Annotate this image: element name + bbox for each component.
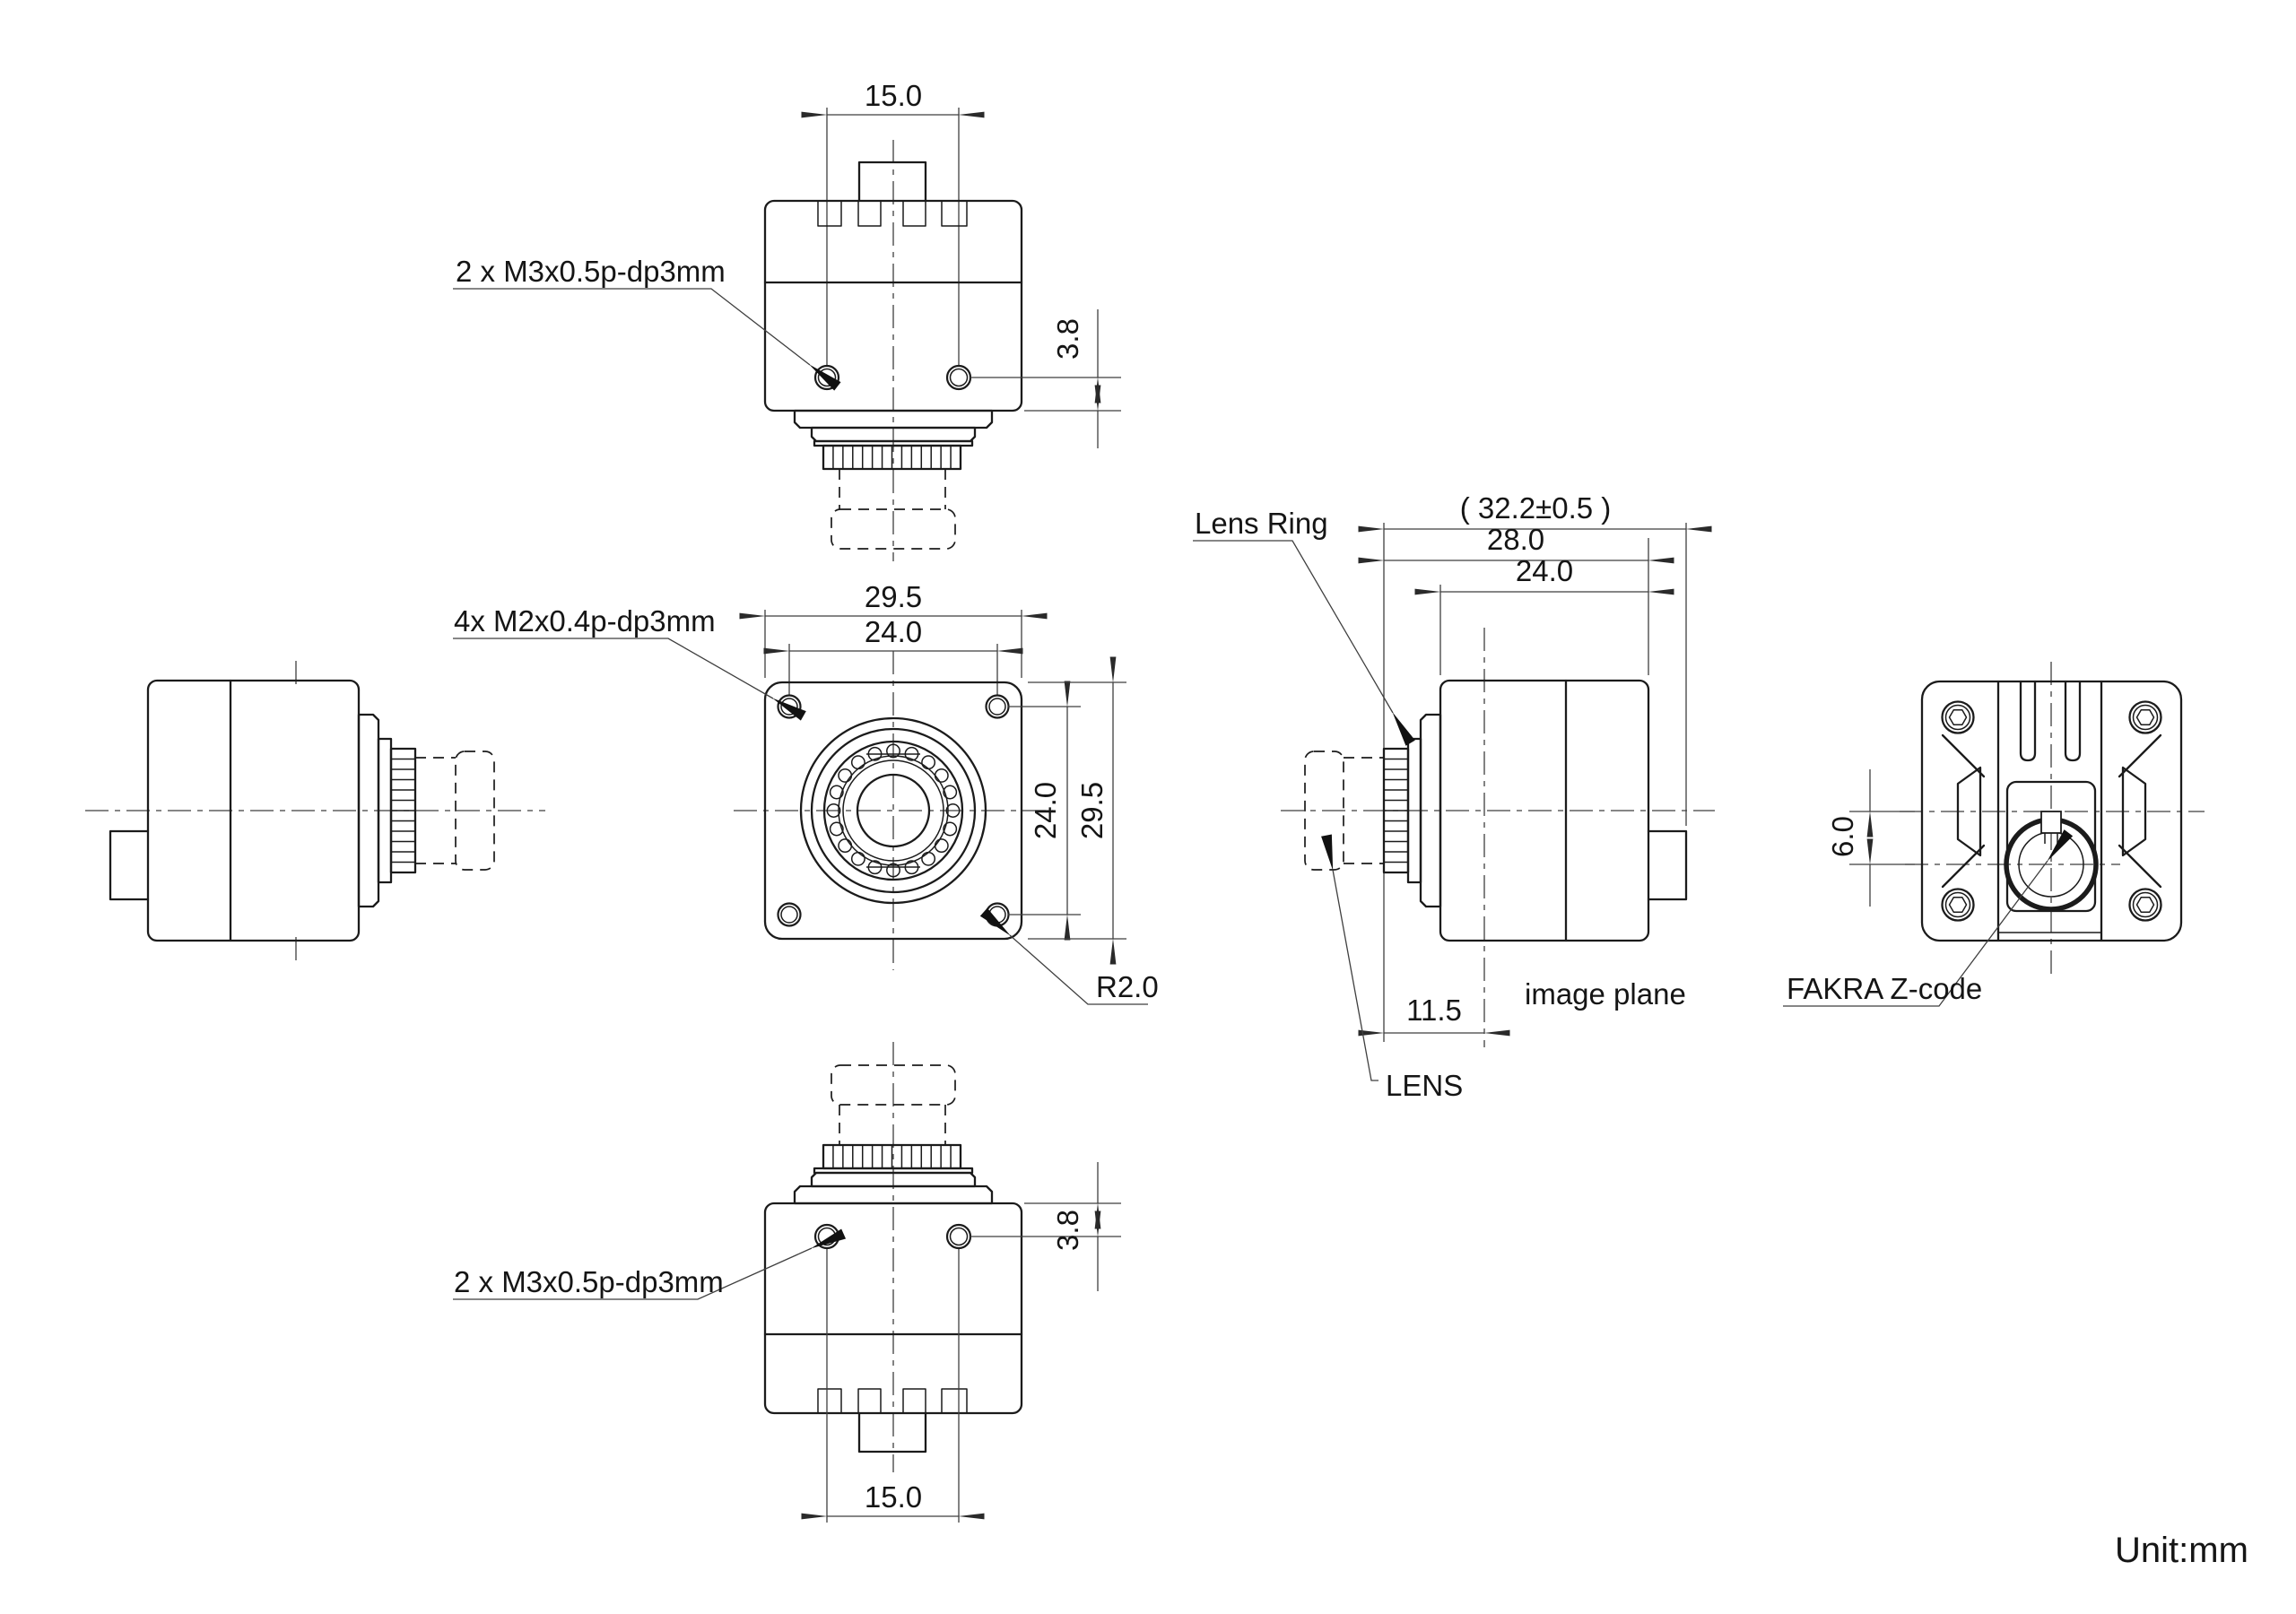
lens-text: LENS bbox=[1386, 1069, 1463, 1102]
top-view: 15.0 3.8 2 x M3x0.5p-dp3mm bbox=[453, 79, 1121, 561]
screw-hole bbox=[985, 902, 1010, 927]
screw-hole bbox=[985, 694, 1010, 719]
lens-bore bbox=[856, 773, 931, 848]
dim-text-6: 6.0 bbox=[1826, 816, 1859, 857]
screw-hole bbox=[777, 694, 802, 719]
screw-hole bbox=[945, 364, 972, 391]
screw-note-leader bbox=[453, 1228, 847, 1300]
screw-note-text: 2 x M3x0.5p-dp3mm bbox=[454, 1265, 724, 1298]
ring-circle bbox=[838, 755, 949, 866]
top-connector bbox=[857, 161, 927, 203]
knurl-texture-lines bbox=[391, 446, 1408, 1168]
side-slot bbox=[1956, 766, 1982, 857]
lens-ring-text: Lens Ring bbox=[1195, 507, 1328, 540]
mount-circle bbox=[810, 727, 977, 894]
lens-ring-leader bbox=[1193, 540, 1415, 746]
body-outline bbox=[763, 1202, 1023, 1415]
units-label: Unit:mm bbox=[2115, 1531, 2248, 1570]
dim-text-24v: 24.0 bbox=[1029, 782, 1062, 839]
ring-circle bbox=[822, 740, 964, 881]
rear-connector bbox=[109, 829, 150, 901]
screw-hole bbox=[813, 364, 840, 391]
dim-text-29.5v: 29.5 bbox=[1075, 782, 1109, 839]
dim-text-28: 28.0 bbox=[1487, 523, 1544, 556]
left-view bbox=[85, 661, 545, 960]
dim-text-24: 24.0 bbox=[865, 615, 922, 648]
screw-note-text: 4x M2x0.4p-dp3mm bbox=[454, 604, 716, 638]
lens-hidden-outline bbox=[455, 751, 495, 871]
castellation bbox=[817, 1388, 968, 1413]
castellation bbox=[817, 201, 968, 227]
dim-text-3.8: 3.8 bbox=[1051, 318, 1084, 360]
side-slot bbox=[2121, 766, 2147, 857]
face-outline bbox=[763, 681, 1023, 941]
ring-circle bbox=[842, 759, 944, 862]
image-plane-text: image plane bbox=[1525, 977, 1686, 1011]
chamfer-line bbox=[2118, 733, 2162, 778]
rear-view: 6.0 FAKRA Z-code bbox=[1783, 662, 2205, 1007]
dim-text-15: 15.0 bbox=[865, 79, 922, 112]
body-outline bbox=[1439, 679, 1650, 942]
chamfer-line bbox=[2118, 844, 2162, 889]
flange bbox=[357, 713, 380, 908]
dim-text-32.2: ( 32.2±0.5 ) bbox=[1460, 491, 1612, 525]
lens-hidden-outline bbox=[1304, 751, 1344, 871]
dim-text-29.5: 29.5 bbox=[865, 580, 922, 613]
mount-circle bbox=[799, 716, 987, 905]
lens-leader bbox=[1321, 834, 1378, 1081]
screw-hole bbox=[813, 1223, 840, 1250]
flange bbox=[793, 409, 994, 430]
screw-hole bbox=[777, 902, 802, 927]
top-slot bbox=[2019, 680, 2037, 762]
body-outline bbox=[1920, 680, 2183, 942]
dim-text-11.5: 11.5 bbox=[1406, 994, 1462, 1027]
lens-hidden-outline bbox=[831, 508, 956, 550]
hex-screws bbox=[1941, 700, 2162, 922]
dim-text-15: 15.0 bbox=[865, 1480, 922, 1514]
fakra-key bbox=[2040, 811, 2062, 834]
fakra-text: FAKRA Z-code bbox=[1787, 972, 1982, 1005]
chamfer-line bbox=[1941, 733, 1986, 778]
screw-note-leader bbox=[453, 638, 806, 721]
radius-leader bbox=[979, 907, 1148, 1005]
rear-connector bbox=[1647, 829, 1688, 901]
screw-hole bbox=[945, 1223, 972, 1250]
screw-note-leader bbox=[453, 288, 841, 391]
dim-text-24d: 24.0 bbox=[1516, 554, 1573, 587]
bottom-connector bbox=[857, 1411, 927, 1453]
dim-text-3.8: 3.8 bbox=[1051, 1210, 1084, 1251]
lens-hidden-outline bbox=[831, 1064, 956, 1106]
chamfer-line bbox=[1941, 844, 1986, 889]
fakra-leader bbox=[1783, 829, 2074, 1007]
screw-note-text: 2 x M3x0.5p-dp3mm bbox=[456, 255, 726, 288]
side-view: ( 32.2±0.5 ) 28.0 24.0 11.5 image plane … bbox=[1193, 491, 1715, 1102]
top-slot bbox=[2064, 680, 2082, 762]
front-view: 29.5 24.0 24.0 bbox=[453, 580, 1159, 1005]
radius-text: R2.0 bbox=[1096, 970, 1159, 1003]
bottom-view: 3.8 15.0 2 x M3x0.5p-dp3mm bbox=[453, 1042, 1121, 1523]
